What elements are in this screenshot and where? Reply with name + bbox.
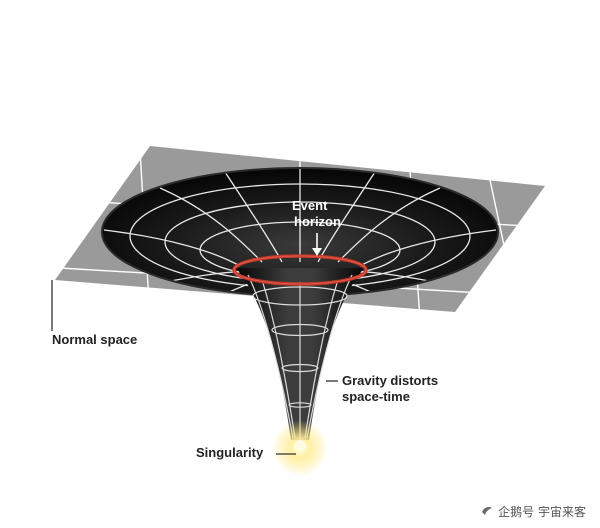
- gravity-label-line1: Gravity distorts: [342, 373, 439, 388]
- event-horizon-label-line1: Event: [292, 198, 328, 213]
- event-horizon-arrow: [312, 233, 322, 256]
- leader-lines: [51, 280, 338, 455]
- watermark-text: 企鹅号 宇宙来客: [498, 505, 586, 519]
- event-horizon-label-line2: horizon: [294, 214, 341, 229]
- singularity-label: Singularity: [196, 445, 264, 460]
- gravity-label-line2: space-time: [342, 389, 410, 404]
- penguin-logo-icon: [480, 503, 494, 520]
- normal-space-label: Normal space: [52, 332, 138, 347]
- event-horizon-ring: [232, 254, 368, 286]
- funnel-throat: [236, 268, 364, 440]
- singularity-glow: [272, 420, 328, 476]
- watermark: 企鹅号 宇宙来客: [480, 503, 586, 520]
- throat-grid-lines: [247, 274, 353, 440]
